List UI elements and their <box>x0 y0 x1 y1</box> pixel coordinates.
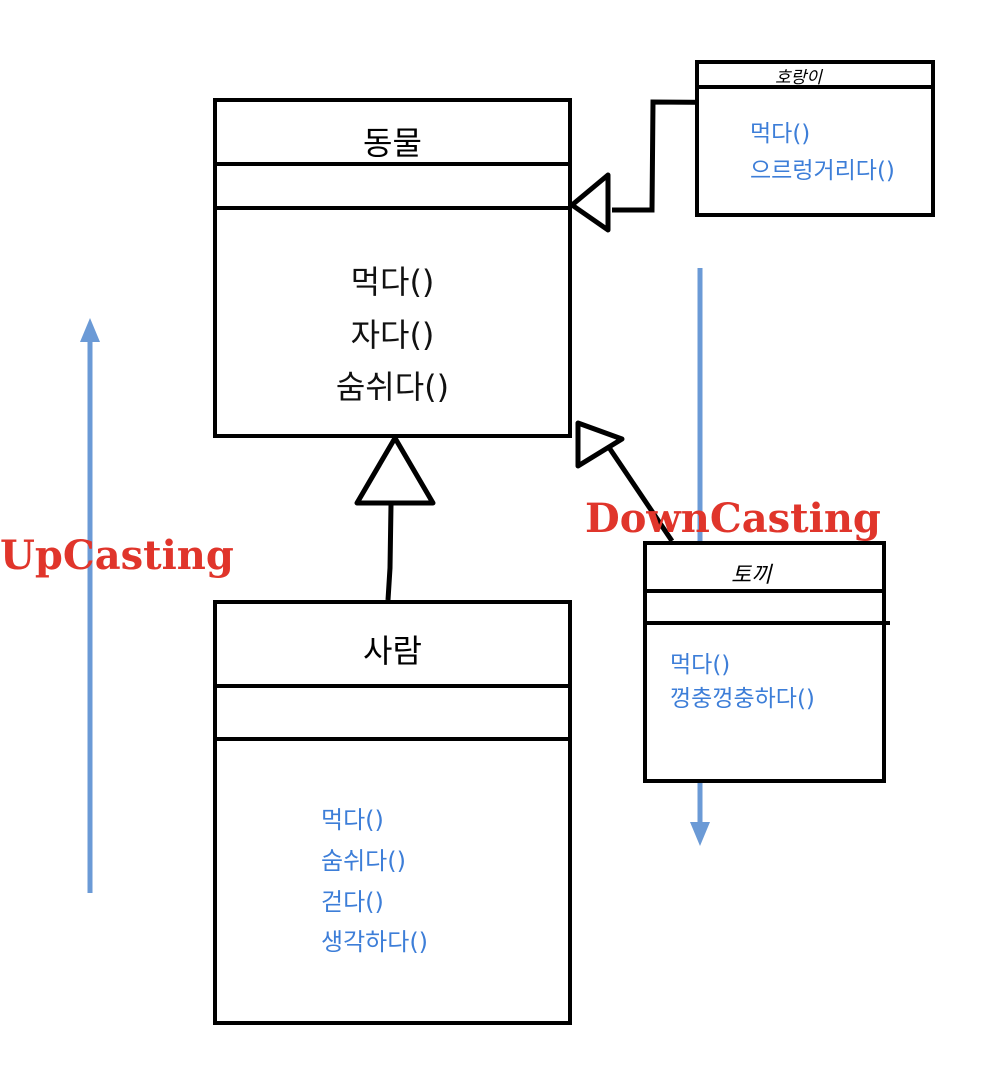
class-animal-method: 자다() <box>350 316 435 354</box>
class-animal-method: 숨쉬다() <box>335 368 450 406</box>
class-tiger-divider-1 <box>699 85 931 89</box>
class-tiger-method: 먹다() <box>750 121 811 147</box>
class-human: 사람 먹다() 숨쉬다() 걷다() 생각하다() <box>213 600 572 1025</box>
class-rabbit: 토끼 먹다() 껑충껑충하다() <box>643 541 890 783</box>
human-inherits-animal <box>354 435 436 601</box>
class-animal-divider-1 <box>217 162 568 166</box>
class-tiger: 호랑이 먹다() 으르렁거리다() <box>695 60 935 217</box>
class-animal-name: 동물 <box>363 124 422 162</box>
class-human-name: 사람 <box>363 632 422 670</box>
class-rabbit-method: 먹다() <box>670 652 731 678</box>
class-human-method: 걷다() <box>321 888 384 916</box>
class-human-method: 숨쉬다() <box>321 847 406 875</box>
class-animal: 동물 먹다() 자다() 숨쉬다() <box>213 98 572 438</box>
downcasting-label: DownCasting <box>585 495 881 542</box>
class-human-method: 생각하다() <box>321 928 429 956</box>
class-animal-divider-2 <box>217 206 568 210</box>
class-rabbit-method: 껑충껑충하다() <box>670 686 815 712</box>
rabbit-inherits-animal <box>575 420 675 543</box>
class-animal-method: 먹다() <box>350 263 435 301</box>
class-human-method: 먹다() <box>321 806 384 834</box>
class-tiger-method: 으르렁거리다() <box>750 158 895 184</box>
class-rabbit-name: 토끼 <box>731 563 772 588</box>
upcasting-arrow <box>80 318 100 893</box>
class-rabbit-divider-2 <box>647 621 890 625</box>
class-human-divider-1 <box>217 684 568 688</box>
upcasting-label: UpCasting <box>0 532 234 579</box>
class-rabbit-divider-1 <box>647 589 882 593</box>
class-tiger-name: 호랑이 <box>775 68 822 88</box>
class-human-divider-2 <box>217 737 568 741</box>
